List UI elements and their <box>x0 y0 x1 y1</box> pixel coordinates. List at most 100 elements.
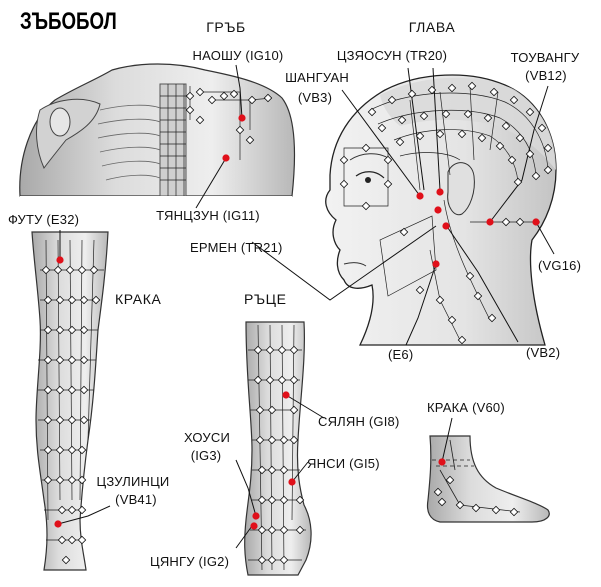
meridian-marker <box>361 143 371 153</box>
meridian-marker <box>387 95 397 105</box>
meridian-marker <box>277 345 287 355</box>
meridian-marker <box>67 415 77 425</box>
point-e6 <box>432 260 440 268</box>
meridian-marker <box>43 295 53 305</box>
label-vb3-name: ШАНГУАН <box>285 70 349 85</box>
meridian-marker <box>473 291 483 301</box>
meridian-marker <box>447 315 457 325</box>
meridian-marker <box>55 325 65 335</box>
meridian-marker <box>339 155 349 165</box>
meridian-marker <box>279 465 289 475</box>
meridian-marker <box>495 141 505 151</box>
meridian-marker <box>67 475 77 485</box>
page-title: ЗЪБОБОЛ <box>20 8 117 35</box>
meridian-marker <box>219 91 229 101</box>
meridian-marker <box>257 555 267 565</box>
meridian-marker <box>465 271 475 281</box>
meridian-marker <box>501 217 511 227</box>
leg-figure <box>31 231 109 571</box>
meridian-marker <box>65 265 75 275</box>
meridian-marker <box>55 295 65 305</box>
meridian-marker <box>43 475 53 485</box>
meridian-marker <box>377 123 387 133</box>
meridian-marker <box>77 265 87 275</box>
meridian-marker <box>531 171 541 181</box>
label-tr20: ЦЗЯОСУН (TR20) <box>336 48 448 63</box>
meridian-marker <box>515 217 525 227</box>
meridian-marker <box>437 497 447 507</box>
meridian-marker <box>67 325 77 335</box>
meridian-marker <box>55 475 65 485</box>
point-v60 <box>438 458 446 466</box>
label-gi5: ЯНСИ (GI5) <box>307 456 380 471</box>
label-vb2: (VB2) <box>526 345 561 360</box>
meridian-marker <box>367 107 377 117</box>
meridian-marker <box>457 335 467 345</box>
meridian-marker <box>483 113 493 123</box>
meridian-marker <box>253 345 263 355</box>
meridian-marker <box>383 179 393 189</box>
meridian-marker <box>513 177 523 187</box>
label-tr21: ЕРМЕН (TR21) <box>190 240 283 255</box>
label-e32: ФУТУ (E32) <box>8 212 80 227</box>
section-head-label: ГЛАВА <box>408 19 456 35</box>
meridian-marker <box>247 95 257 105</box>
section-foot-label: КРАКА (V60) <box>427 400 505 415</box>
meridian-marker <box>537 123 547 133</box>
meridian-marker <box>265 375 275 385</box>
meridian-marker <box>279 525 289 535</box>
meridian-marker <box>61 555 71 565</box>
meridian-marker <box>509 95 519 105</box>
meridian-marker <box>457 129 467 139</box>
meridian-markers <box>41 81 553 565</box>
meridian-marker <box>441 109 451 119</box>
meridian-marker <box>463 109 473 119</box>
meridian-marker <box>397 115 407 125</box>
meridian-marker <box>77 505 87 515</box>
meridian-marker <box>427 85 437 95</box>
meridian-marker <box>289 405 299 415</box>
meridian-marker <box>267 435 277 445</box>
meridian-marker <box>67 295 77 305</box>
meridian-marker <box>43 385 53 395</box>
label-vb41-code: (VB41) <box>115 492 157 507</box>
meridian-marker <box>267 495 277 505</box>
meridian-marker <box>43 325 53 335</box>
meridian-marker <box>89 265 99 275</box>
section-back-label: ГРЪБ <box>206 19 246 35</box>
meridian-marker <box>543 165 553 175</box>
label-ig10: НАОШУ (IG10) <box>192 48 284 63</box>
point-ig3 <box>252 512 260 520</box>
meridian-marker <box>79 415 89 425</box>
meridian-marker <box>195 87 205 97</box>
label-ig11: ТЯНЦЗУН (IG11) <box>156 208 260 223</box>
label-e6: (E6) <box>388 347 414 362</box>
meridian-marker <box>289 435 299 445</box>
section-leg-label: КРАКА <box>115 291 162 307</box>
meridian-marker <box>289 375 299 385</box>
point-ig11 <box>222 154 230 162</box>
point-vb2 <box>442 222 450 230</box>
meridian-marker <box>67 505 77 515</box>
meridian-marker <box>235 125 245 135</box>
meridian-marker <box>265 345 275 355</box>
meridian-marker <box>445 475 455 485</box>
meridian-marker <box>267 405 277 415</box>
foot-figure <box>426 435 550 523</box>
label-vg16: (VG16) <box>538 258 582 273</box>
label-gi8: СЯЛЯН (GI8) <box>318 414 400 429</box>
back-figure <box>19 63 296 200</box>
meridian-marker <box>263 93 273 103</box>
meridian-marker <box>245 135 255 145</box>
meridian-marker <box>77 535 87 545</box>
meridian-marker <box>487 313 497 323</box>
meridian-marker <box>279 435 289 445</box>
meridian-marker <box>525 149 535 159</box>
meridian-marker <box>79 355 89 365</box>
point-e32 <box>56 256 64 264</box>
meridian-marker <box>491 505 501 515</box>
meridian-marker <box>41 265 51 275</box>
meridian-marker <box>383 155 393 165</box>
